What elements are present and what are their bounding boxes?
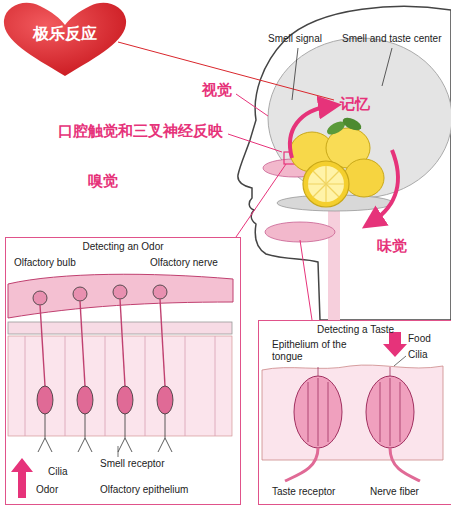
illustration-line bbox=[292, 48, 298, 100]
illustration-line bbox=[215, 336, 216, 436]
illustration-line bbox=[118, 438, 125, 452]
illustration-line bbox=[120, 299, 125, 386]
sense-label: 视觉 bbox=[202, 81, 232, 98]
illustration-line bbox=[185, 336, 186, 436]
illustration-ellipse bbox=[37, 386, 53, 414]
illustration-circle bbox=[153, 285, 167, 299]
illustration-circle bbox=[33, 291, 47, 305]
part-label: Taste receptor bbox=[272, 486, 335, 498]
illustration-ellipse bbox=[344, 159, 384, 197]
sense-label: 记忆 bbox=[340, 95, 370, 112]
illustration-ellipse bbox=[341, 115, 363, 133]
illustration-path bbox=[290, 106, 330, 158]
illustration-path bbox=[285, 448, 318, 481]
illustration-line bbox=[45, 438, 52, 452]
illustration-circle bbox=[303, 161, 349, 207]
illustration-circle bbox=[73, 287, 87, 301]
illustration-line bbox=[25, 336, 26, 436]
heart-text: 极乐反应 bbox=[33, 24, 97, 45]
illustration-g bbox=[37, 386, 173, 414]
illustration-line bbox=[40, 305, 45, 386]
illustration-line bbox=[400, 382, 401, 442]
illustration-line bbox=[308, 382, 309, 442]
illustration-line bbox=[65, 336, 66, 436]
illustration-ellipse bbox=[157, 386, 173, 414]
part-label: Nerve fiber bbox=[370, 486, 419, 498]
illustration-g bbox=[294, 376, 414, 448]
part-label: Cilia bbox=[48, 466, 67, 478]
illustration-line bbox=[165, 438, 172, 452]
part-label: Olfactory bulb bbox=[14, 257, 76, 269]
part-label: Epithelium of the tongue bbox=[272, 339, 350, 362]
illustration-line bbox=[158, 438, 165, 452]
illustration-ellipse bbox=[77, 386, 93, 414]
illustration-line bbox=[78, 438, 85, 452]
illustration-line bbox=[328, 382, 329, 442]
illustration-line bbox=[390, 367, 391, 376]
heart-shape: 极乐反应 bbox=[0, 0, 130, 78]
part-label: Smell and taste center bbox=[342, 33, 442, 45]
illustration-line bbox=[380, 382, 381, 442]
illustration-path bbox=[390, 448, 420, 481]
part-label: Odor bbox=[36, 484, 58, 496]
part-label: Smell signal bbox=[268, 33, 322, 45]
illustration-g bbox=[38, 414, 172, 452]
illustration-path bbox=[238, 6, 451, 320]
illustration-g bbox=[308, 367, 400, 446]
illustration-line bbox=[228, 134, 282, 152]
illustration-polygon bbox=[383, 332, 407, 357]
illustration-line bbox=[38, 438, 45, 452]
illustration-ellipse bbox=[294, 376, 342, 448]
illustration-line bbox=[118, 446, 119, 457]
illustration-g bbox=[40, 299, 165, 386]
illustration-path bbox=[262, 365, 443, 460]
illustration-line bbox=[313, 171, 339, 197]
illustration-line bbox=[390, 378, 391, 446]
illustration-line bbox=[105, 336, 106, 436]
illustration-g bbox=[285, 448, 420, 481]
illustration-line bbox=[313, 171, 339, 197]
illustration-line bbox=[236, 164, 286, 237]
illustration-line bbox=[236, 94, 268, 116]
illustration-line bbox=[125, 438, 132, 452]
illustration-line bbox=[80, 301, 85, 386]
sense-label: 口腔触觉和三叉神经反映 bbox=[58, 122, 223, 139]
panel-title: Detecting a Taste bbox=[259, 321, 451, 335]
illustration-rect bbox=[8, 336, 232, 436]
illustration-line bbox=[45, 414, 46, 438]
illustration-line bbox=[145, 336, 146, 436]
illustration-line bbox=[318, 378, 319, 446]
illustration-line bbox=[85, 438, 92, 452]
illustration-line bbox=[382, 48, 392, 86]
illustration-line bbox=[160, 299, 165, 386]
illustration-line bbox=[394, 356, 406, 366]
illustration-line bbox=[165, 414, 166, 438]
illustration-line bbox=[125, 414, 126, 438]
illustration-g bbox=[33, 285, 167, 305]
part-label: Food bbox=[408, 333, 431, 345]
illustration-line bbox=[85, 414, 86, 438]
panel-title: Detecting an Odor bbox=[6, 238, 240, 252]
illustration-ellipse bbox=[117, 386, 133, 414]
illustration-line bbox=[300, 240, 312, 320]
illustration-line bbox=[118, 42, 334, 100]
sense-label: 嗅觉 bbox=[88, 172, 118, 189]
illustration-circle bbox=[308, 166, 344, 202]
illustration-line bbox=[318, 367, 319, 376]
part-label: Olfactory epithelium bbox=[100, 484, 188, 496]
illustration-ellipse bbox=[366, 376, 414, 448]
sense-label: 味觉 bbox=[377, 237, 407, 254]
illustration-ellipse bbox=[265, 222, 335, 242]
illustration-polygon bbox=[11, 458, 33, 498]
illustration-path bbox=[4, 3, 126, 76]
part-label: Olfactory nerve bbox=[150, 257, 218, 269]
part-label: Cilia bbox=[408, 349, 427, 361]
illustration-g bbox=[25, 336, 215, 436]
illustration-path bbox=[372, 150, 398, 222]
illustration-g bbox=[308, 166, 344, 202]
illustration-circle bbox=[113, 285, 127, 299]
part-label: Smell receptor bbox=[100, 458, 164, 470]
